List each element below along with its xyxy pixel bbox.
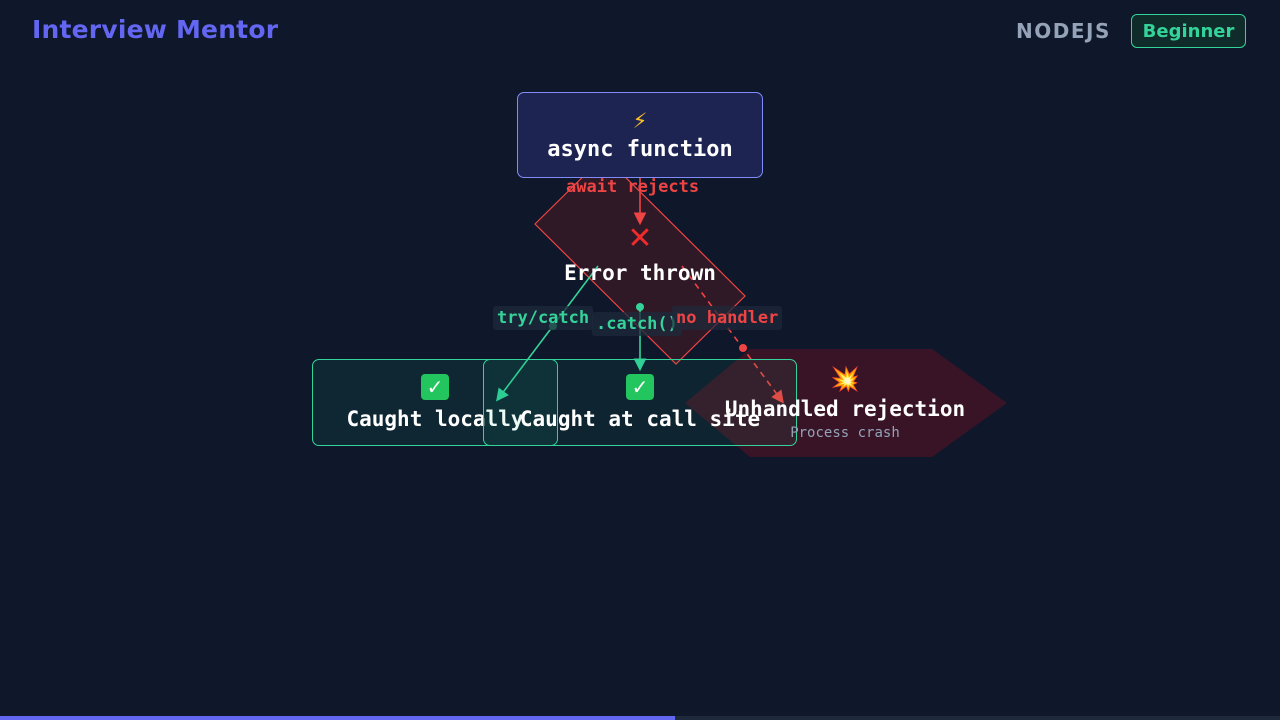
try-catch-label: try/catch	[493, 306, 594, 330]
topic-label: NODEJS	[1016, 19, 1111, 43]
caught-call-site-node: ✓ Caught at call site	[483, 359, 797, 446]
progress-bar-fill	[0, 716, 675, 720]
unhandled-rejection-node: 💥 Unhandled rejection Process crash	[700, 364, 990, 442]
error-thrown-label: Error thrown	[564, 261, 716, 285]
process-crash-label: Process crash	[790, 425, 900, 441]
collision-icon: 💥	[830, 365, 860, 393]
lightning-icon: ⚡	[632, 106, 648, 134]
try-catch-connector	[496, 265, 599, 402]
app-title: Interview Mentor	[32, 15, 279, 44]
caught-call-site-label: Caught at call site	[519, 406, 761, 431]
caught-locally-node: ✓ Caught locally	[312, 359, 558, 446]
unhandled-rejection-label: Unhandled rejection	[724, 397, 966, 421]
caught-locally-label: Caught locally	[346, 406, 524, 431]
progress-bar	[0, 716, 1280, 720]
junction-dot	[636, 303, 644, 311]
red-cross-icon: ✕	[627, 221, 653, 256]
error-thrown-node: ✕ Error thrown	[520, 222, 760, 290]
async-function-node: ⚡ async function	[517, 92, 763, 178]
no-handler-label: no handler	[672, 306, 783, 330]
difficulty-badge: Beginner	[1131, 14, 1246, 48]
check-mark-icon: ✓	[626, 373, 654, 400]
check-mark-icon: ✓	[421, 373, 449, 400]
catch-method-label: .catch()	[592, 312, 682, 336]
await-rejects-label: await rejects	[566, 177, 700, 197]
unhandled-rejection-shape	[685, 349, 1007, 457]
junction-dot	[739, 344, 747, 352]
async-function-label: async function	[547, 137, 733, 162]
